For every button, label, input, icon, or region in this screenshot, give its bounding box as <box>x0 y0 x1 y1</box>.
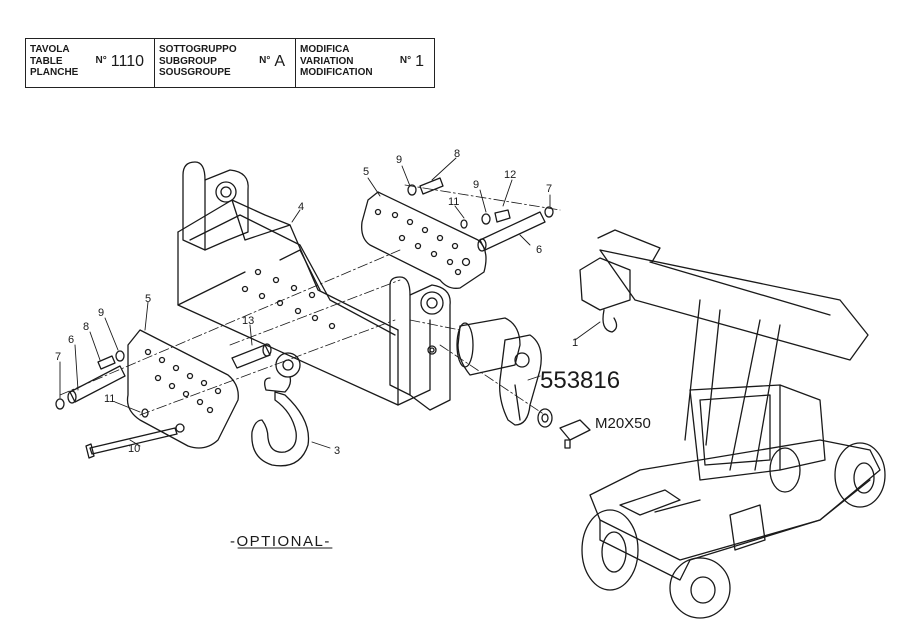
modification-labels: MODIFICA VARIATION MODIFICATION <box>300 44 373 79</box>
table-number-value: 1110 <box>110 53 144 70</box>
callout-6-upper: 6 <box>536 244 542 256</box>
subgroup-number: N°A <box>259 53 285 71</box>
callout-5-upper: 5 <box>363 166 369 178</box>
callout-8-upper: 8 <box>454 148 460 160</box>
subgroup-cell: SOTTOGRUPPO SUBGROUP SOUSGROUPE N°A <box>154 39 295 87</box>
upper-washers <box>407 177 554 229</box>
upper-side-plate-part-5 <box>361 191 487 289</box>
subgroup-number-prefix: N° <box>259 55 271 66</box>
callout-13: 13 <box>242 315 254 327</box>
callout-11-upper: 11 <box>448 196 459 208</box>
modification-cell: MODIFICA VARIATION MODIFICATION N°1 <box>295 39 434 87</box>
title-block: TAVOLA TABLE PLANCHE N°1110 SOTTOGRUPPO … <box>25 38 435 88</box>
table-labels: TAVOLA TABLE PLANCHE <box>30 44 78 79</box>
table-label-it: TAVOLA <box>30 44 70 55</box>
lower-side-plate-part-5 <box>126 329 239 449</box>
callout-8-lower: 8 <box>83 321 89 333</box>
center-lines <box>59 184 561 416</box>
leader-lines <box>59 157 601 449</box>
crossbeam-part-4 <box>177 161 451 411</box>
callout-labels: 1 3 4 5 5 6 6 7 7 8 8 9 9 9 10 11 11 12 … <box>55 148 578 457</box>
callout-1: 1 <box>572 337 578 349</box>
modification-number: N°1 <box>400 53 424 71</box>
table-label-fr: PLANCHE <box>30 67 79 78</box>
lower-pin-part-6 <box>67 365 126 404</box>
table-number: N°1110 <box>96 53 144 71</box>
modification-number-value: 1 <box>415 53 424 70</box>
table-number-prefix: N° <box>95 55 107 66</box>
modification-label-it: MODIFICA <box>300 44 350 55</box>
callout-9-upper-right: 9 <box>473 179 479 191</box>
subgroup-label-it: SOTTOGRUPPO <box>159 44 237 55</box>
upper-pin-part-6 <box>477 211 546 252</box>
subgroup-label-fr: SOUSGROUPE <box>159 67 231 78</box>
callout-5-lower: 5 <box>145 293 151 305</box>
reach-stacker-vehicle <box>579 229 886 619</box>
table-label-en: TABLE <box>30 55 63 67</box>
optional-annotation: -OPTIONAL- <box>230 533 331 550</box>
callout-4: 4 <box>298 201 304 213</box>
table-cell: TAVOLA TABLE PLANCHE N°1110 <box>26 39 154 87</box>
callout-10: 10 <box>128 443 140 455</box>
callout-3: 3 <box>334 445 340 457</box>
callout-7-lower: 7 <box>55 351 61 363</box>
rotator-part-553816 <box>456 317 591 449</box>
lower-fasteners <box>55 343 272 459</box>
subgroup-labels: SOTTOGRUPPO SUBGROUP SOUSGROUPE <box>159 44 237 79</box>
modification-label-fr: MODIFICATION <box>300 67 373 78</box>
callout-9-upper-left: 9 <box>396 154 402 166</box>
callout-11-lower: 11 <box>104 393 115 405</box>
bolt-size-annotation: M20X50 <box>595 415 651 432</box>
modification-label-en: VARIATION <box>300 55 354 67</box>
callout-7-upper: 7 <box>546 183 552 195</box>
callout-6-lower: 6 <box>68 334 74 346</box>
modification-number-prefix: N° <box>399 55 412 66</box>
callout-12: 12 <box>504 169 516 181</box>
part-number-annotation: 553816 <box>540 367 620 394</box>
callout-9-lower: 9 <box>98 307 104 319</box>
subgroup-label-en: SUBGROUP <box>159 55 217 67</box>
hook-part-3 <box>251 352 310 467</box>
subgroup-number-value: A <box>274 53 285 70</box>
